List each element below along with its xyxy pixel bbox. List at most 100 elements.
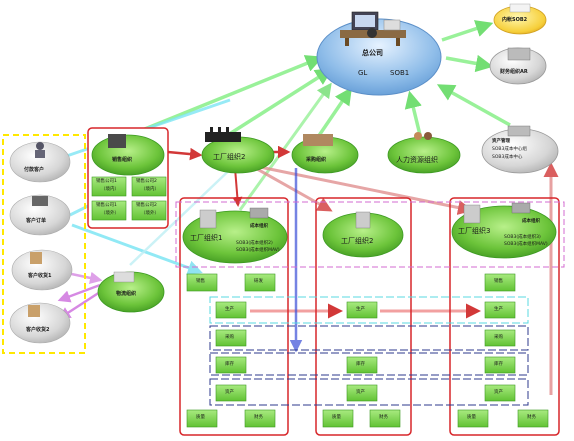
machine-icon [249,207,269,219]
printer-icon [507,47,531,61]
sales-sub4-line2: （境外） [141,211,159,216]
factory3-note2: SOB3(成本组织MAV) [504,242,548,247]
production-band [209,296,529,324]
hq-node[interactable] [316,11,442,96]
sales-org-node[interactable] [91,134,165,176]
factory1-note1: SOB3(成本组织2) [236,241,273,246]
factory-org-top-label: 工厂组织2 [213,153,246,161]
customer-paying-node[interactable] [9,141,71,183]
hq-gl-label: GL [358,69,368,77]
cost-center-line1: 资产管理 [492,139,510,144]
machine-icon [511,202,531,214]
document-icon [509,3,531,13]
customer-receiving1-node[interactable] [11,249,73,291]
f2-quality: 质量 [332,415,341,420]
f1-rd: 研发 [254,279,263,284]
f1-finance: 财务 [254,415,263,420]
cost-center-line3: SOB3成本中心 [492,155,523,160]
package-icon [30,252,42,264]
factory3-frame [449,197,560,436]
sales-sub4-line1: 销售公司2 [136,203,157,208]
machine-icon [507,125,531,137]
f2-finance: 财务 [379,415,388,420]
f2-production: 生产 [356,307,365,312]
sales-org-label: 销售组织 [112,157,133,163]
f1-quality: 质量 [196,415,205,420]
sales-sub2-line1: 销售公司2 [136,179,157,184]
people-icon [414,132,432,140]
sales-sub3-line1: 销售公司1 [96,203,117,208]
factory1-frame [179,197,289,436]
f3-production: 生产 [494,307,503,312]
sales-sub1-line2: （境内） [101,187,119,192]
factory1-title: 工厂组织1 [190,234,223,242]
purchasing-org-label: 采购组织 [306,157,327,163]
factory1-badge: 成本组织 [250,224,268,229]
purchasing-org-node[interactable] [291,134,359,174]
cost-center-line2: SOB3成本中心组 [492,147,527,152]
building-icon [355,211,371,229]
factory3-node[interactable] [451,202,557,259]
cost-org-band [175,201,565,268]
customer-paying-label: 付款客户 [24,167,45,173]
f2-inventory: 库存 [356,362,365,367]
factory1-node[interactable] [182,207,288,264]
sales-sub1-line1: 销售公司1 [96,179,117,184]
customer-receiving1-label: 客户收货1 [28,273,52,279]
f1-inventory: 库存 [225,362,234,367]
factory-org-top-node[interactable] [201,127,275,174]
factory-icon [205,127,241,142]
package-icon [28,305,40,317]
hq-title: 总公司 [362,49,383,57]
truck-icon [113,271,135,283]
sales-sub2-line2: （境内） [141,187,159,192]
f3-inventory: 库存 [494,362,503,367]
finance-ar-label: 财务组织AR [500,69,528,75]
customer-order-node[interactable] [9,194,71,236]
person-icon [35,142,45,158]
f1-sales: 销售 [196,279,205,284]
f3-asset: 资产 [494,390,503,395]
laptop-icon [32,196,48,206]
inventory-band [209,352,529,376]
logistics-label: 物流组织 [116,291,137,297]
factory1-note2: SOB3(成本组织MAV) [236,248,280,253]
domestic-sob2-label: 内帐SOB2 [502,17,528,23]
customer-receiving2-node[interactable] [9,302,71,344]
shelf-icon [303,134,333,146]
asset-band [209,378,529,406]
building-icon [199,209,217,229]
factory3-title: 工厂组织3 [458,227,491,235]
factory3-boxes [457,273,549,428]
hr-org-node[interactable] [387,132,461,174]
factory2-boxes [322,301,401,428]
logistics-node[interactable] [97,271,165,313]
factory3-note1: SOB3(成本组织3) [504,235,541,240]
finance-ar-node[interactable] [489,47,547,85]
sales-sub3-line2: （境外） [101,211,119,216]
f3-sales: 销售 [494,279,503,284]
f3-quality: 质量 [467,415,476,420]
cost-center-node[interactable] [481,125,559,174]
f3-purchasing: 采购 [494,335,503,340]
purchasing-band [209,325,529,351]
hq-sob-label: SOB1 [390,69,410,77]
factory1-boxes [186,273,276,428]
office-desk-icon [340,11,406,46]
f1-purchasing: 采购 [225,335,234,340]
meeting-icon [108,134,126,148]
domestic-sob2-node[interactable] [493,3,547,35]
building-icon [463,204,481,224]
customer-group-frame [2,134,86,354]
hr-org-label: 人力资源组织 [396,156,438,164]
f3-finance: 财务 [527,415,536,420]
factory3-badge: 成本组织 [522,219,540,224]
factory2-frame [315,197,412,436]
customer-receiving2-label: 客户收货2 [26,327,50,333]
customer-order-label: 客户订单 [26,218,47,224]
f2-asset: 资产 [356,390,365,395]
f1-production: 生产 [225,307,234,312]
f1-asset: 资产 [225,390,234,395]
factory2-node[interactable] [322,211,404,258]
